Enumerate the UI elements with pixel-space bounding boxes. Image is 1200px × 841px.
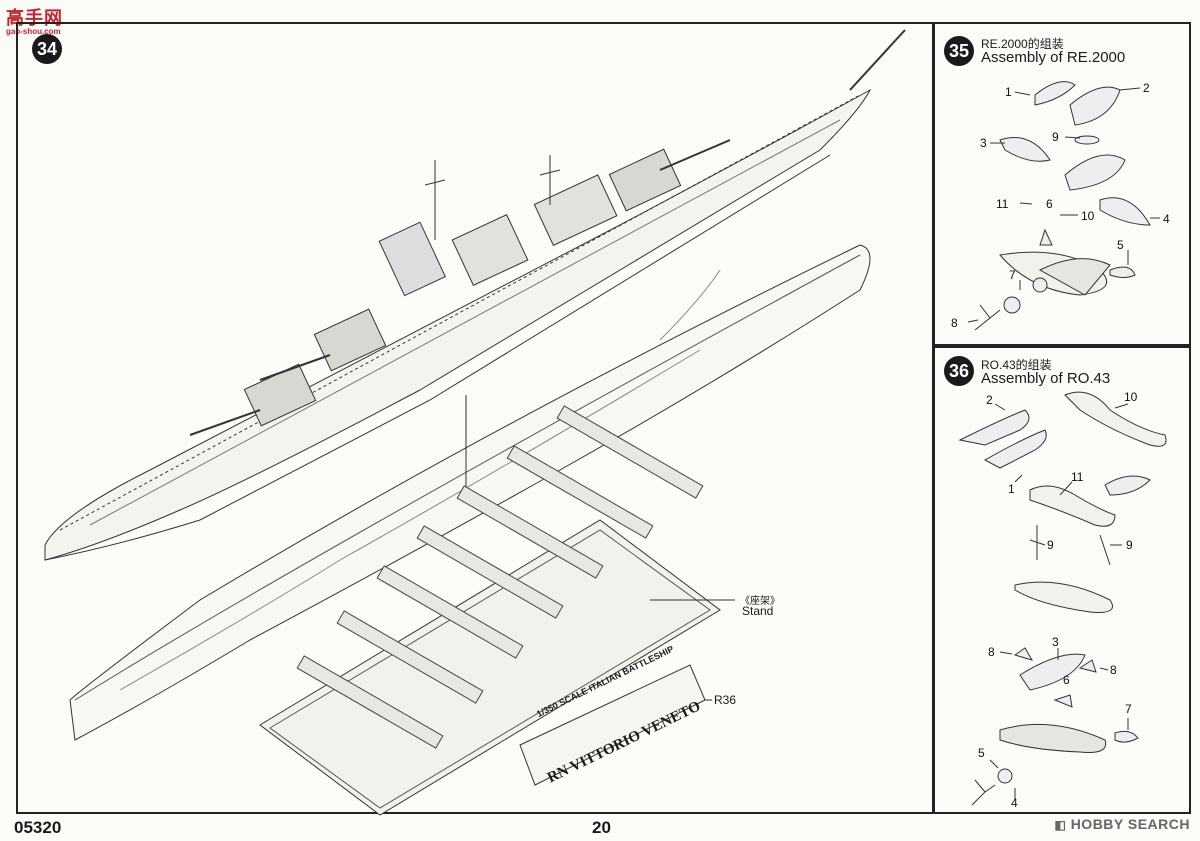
step-35-badge: 35 [944, 36, 974, 66]
watermark-camera-icon: ◧ [1054, 818, 1067, 832]
part-label: 10 [1081, 209, 1095, 223]
step-36-title-en: Assembly of RO.43 [981, 370, 1111, 387]
step-35-frame [933, 22, 1191, 346]
stand-base [259, 519, 721, 816]
part-label: 4 [1011, 796, 1018, 810]
re2000-parts [967, 81, 1160, 331]
part-label: 6 [1063, 673, 1070, 687]
ship-hull-upper [44, 88, 872, 561]
part-label: 9 [1052, 130, 1059, 144]
part-label: 9 [1047, 538, 1054, 552]
part-label: 8 [951, 316, 958, 330]
step-34-badge: 34 [32, 34, 62, 64]
part-label: 4 [1163, 212, 1170, 226]
source-watermark: ◧ HOBBY SEARCH [1054, 816, 1190, 832]
part-label: 10 [1124, 390, 1138, 404]
watermark-site-url: gao-shou.com [6, 27, 61, 36]
page-number: 20 [592, 818, 611, 837]
part-label: 2 [1143, 81, 1150, 95]
part-label: 8 [988, 645, 995, 659]
step-36-title-cn: RO.43的组装 [981, 358, 1052, 372]
part-label: 7 [1125, 702, 1132, 716]
part-label: 8 [1110, 663, 1117, 677]
step-36-badge: 36 [944, 356, 974, 386]
stand-label-en: Stand [742, 604, 774, 618]
part-label: 7 [1009, 268, 1016, 282]
step-35-title-cn: RE.2000的组装 [981, 37, 1064, 51]
part-label: 11 [996, 197, 1009, 211]
source-watermark-text: HOBBY SEARCH [1070, 816, 1190, 832]
part-label: 11 [1071, 470, 1084, 484]
ro43-parts [958, 391, 1167, 806]
product-code: 05320 [14, 818, 62, 837]
stand-label-cn: 《座架》 [740, 596, 780, 607]
part-label: 1 [1005, 85, 1012, 99]
nameplate-part-code: R36 [714, 693, 737, 707]
part-label: 2 [986, 393, 993, 407]
part-label: 5 [1117, 238, 1124, 252]
part-label: 9 [1126, 538, 1133, 552]
part-label: 5 [978, 746, 985, 760]
part-label: 3 [1052, 635, 1059, 649]
step-35-title-en: Assembly of RE.2000 [981, 49, 1126, 66]
part-label: 3 [980, 136, 987, 150]
step-36-frame [933, 346, 1191, 814]
part-label: 6 [1046, 197, 1053, 211]
part-label: 1 [1008, 482, 1015, 496]
